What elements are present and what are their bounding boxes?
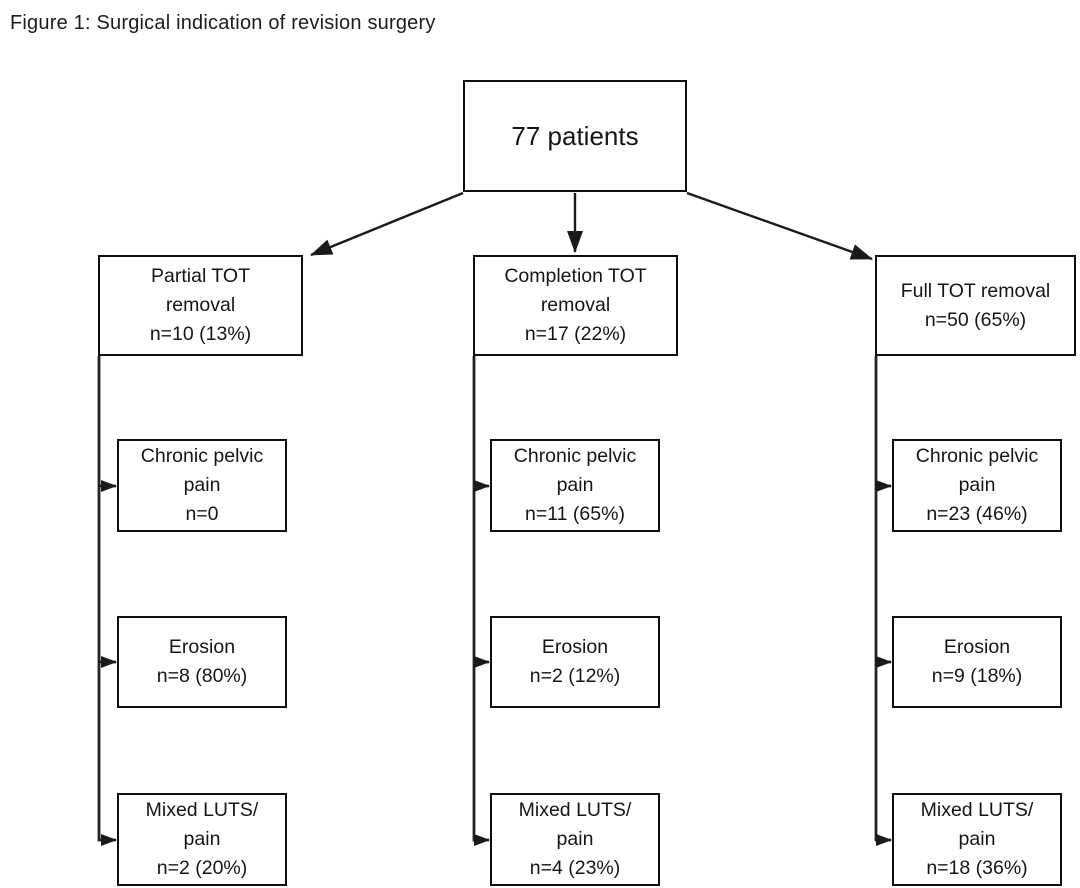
- arrow-root-to-partial: [310, 191, 464, 257]
- node-full-chronic-pelvic-pain: Chronic pelvic pain n=23 (46%): [892, 439, 1062, 532]
- node-partial-chronic-pelvic-pain: Chronic pelvic pain n=0: [117, 439, 287, 532]
- rail-completion-column: [472, 356, 490, 846]
- node-full-erosion-label: Erosion n=9 (18%): [931, 636, 1023, 687]
- node-full-tot-removal-label: Full TOT removal n=50 (65%): [900, 279, 1051, 331]
- node-partial-tot-removal: Partial TOT removal n=10 (13%): [98, 255, 303, 356]
- node-completion-erosion: Erosion n=2 (12%): [490, 616, 660, 708]
- node-completion-chronic-pelvic-pain-label: Chronic pelvic pain n=11 (65%): [513, 445, 637, 525]
- node-partial-chronic-pelvic-pain-label: Chronic pelvic pain n=0: [140, 445, 264, 525]
- node-completion-mixed-luts-pain: Mixed LUTS/ pain n=4 (23%): [490, 793, 660, 886]
- node-completion-chronic-pelvic-pain: Chronic pelvic pain n=11 (65%): [490, 439, 660, 532]
- rail-full-column: [874, 356, 892, 846]
- node-full-erosion: Erosion n=9 (18%): [892, 616, 1062, 708]
- node-completion-erosion-label: Erosion n=2 (12%): [529, 636, 621, 687]
- node-partial-mixed-luts-pain-label: Mixed LUTS/ pain n=2 (20%): [145, 799, 259, 879]
- node-completion-tot-removal: Completion TOT removal n=17 (22%): [473, 255, 678, 356]
- rail-partial-column: [97, 356, 117, 846]
- node-total-patients-label: 77 patients: [511, 120, 639, 151]
- node-partial-mixed-luts-pain: Mixed LUTS/ pain n=2 (20%): [117, 793, 287, 886]
- node-partial-erosion-label: Erosion n=8 (80%): [156, 636, 248, 687]
- node-partial-erosion: Erosion n=8 (80%): [117, 616, 287, 708]
- arrow-root-to-full: [686, 191, 873, 261]
- node-full-tot-removal: Full TOT removal n=50 (65%): [875, 255, 1076, 356]
- node-completion-mixed-luts-pain-label: Mixed LUTS/ pain n=4 (23%): [518, 799, 632, 879]
- node-full-chronic-pelvic-pain-label: Chronic pelvic pain n=23 (46%): [915, 445, 1039, 525]
- node-full-mixed-luts-pain-label: Mixed LUTS/ pain n=18 (36%): [920, 799, 1034, 879]
- node-full-mixed-luts-pain: Mixed LUTS/ pain n=18 (36%): [892, 793, 1062, 886]
- node-total-patients: 77 patients: [463, 80, 687, 192]
- node-partial-tot-removal-label: Partial TOT removal n=10 (13%): [149, 265, 252, 345]
- figure-title: Figure 1: Surgical indication of revisio…: [10, 12, 436, 34]
- node-completion-tot-removal-label: Completion TOT removal n=17 (22%): [504, 265, 647, 345]
